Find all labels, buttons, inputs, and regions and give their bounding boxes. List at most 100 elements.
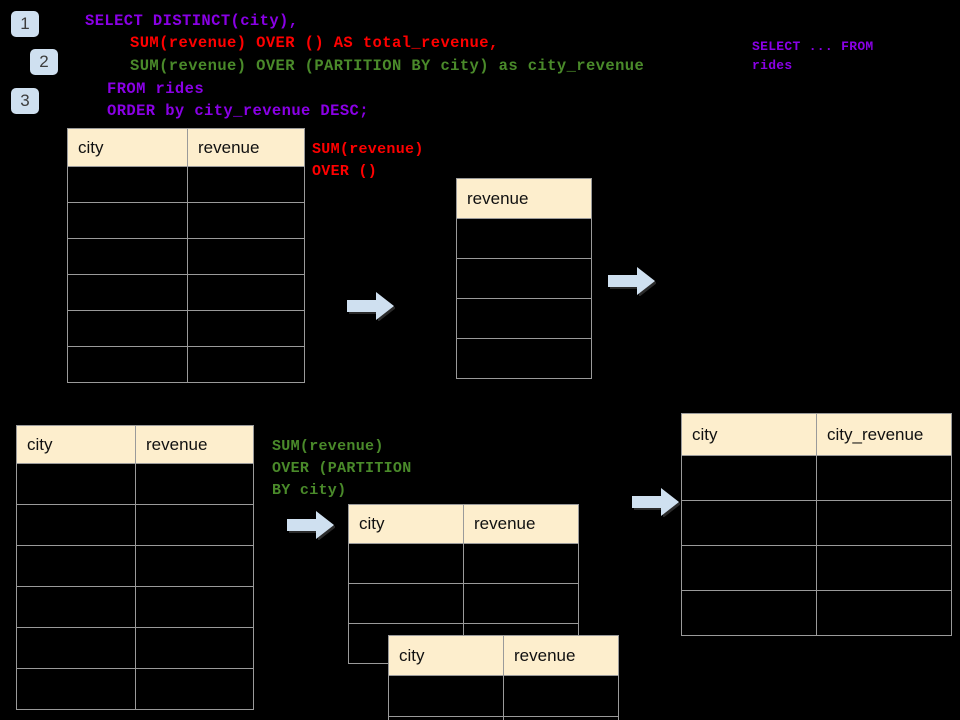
column-header-revenue: revenue (463, 504, 579, 544)
table-row (67, 274, 305, 311)
sql-line-4: FROM rides (107, 80, 205, 98)
table-cell (135, 586, 254, 628)
column-header-city: city (67, 128, 188, 167)
arrow-source2-to-partition-icon (287, 511, 335, 540)
table-cell (16, 668, 136, 710)
table-row (681, 455, 952, 501)
table-row (16, 668, 254, 710)
table-cell (816, 590, 952, 636)
table-cell (681, 455, 817, 501)
table-row (348, 543, 579, 584)
table-cell (67, 238, 188, 275)
table-cell (187, 202, 305, 239)
table-total-revenue: revenue (456, 178, 592, 379)
column-header-city: city (681, 413, 817, 456)
table-cell (135, 545, 254, 587)
table-row (67, 202, 305, 239)
table-cell (16, 504, 136, 546)
arrow-total-to-result-icon (608, 267, 656, 296)
table-cell (388, 675, 504, 717)
table-cell (503, 716, 619, 720)
table-cell (456, 298, 592, 339)
arrow-partition-to-result-icon (632, 488, 680, 517)
table-row (67, 238, 305, 275)
table-row (456, 258, 592, 299)
table-cell (187, 310, 305, 347)
table-cell (135, 627, 254, 669)
table-cell (67, 202, 188, 239)
arrow-source-to-total-icon (347, 292, 395, 321)
table-row (681, 545, 952, 591)
table-cell (456, 338, 592, 379)
sql-line-2: SUM(revenue) OVER () AS total_revenue, (130, 34, 499, 52)
table-cell (67, 346, 188, 383)
table-cell (187, 166, 305, 203)
table-cell (16, 586, 136, 628)
table-cell (348, 543, 464, 584)
table-cell (135, 463, 254, 505)
table-cell (463, 543, 579, 584)
table-cell (67, 166, 188, 203)
sql-line-3: SUM(revenue) OVER (PARTITION BY city) as… (130, 57, 645, 75)
table-row (16, 504, 254, 546)
table-header-row: revenue (456, 178, 592, 219)
table-row (681, 500, 952, 546)
table-cell (135, 504, 254, 546)
table-row (456, 298, 592, 339)
table-cell (816, 500, 952, 546)
table-row (348, 583, 579, 624)
table-row (67, 346, 305, 383)
step-badge-1: 1 (11, 11, 39, 37)
table-row (681, 590, 952, 636)
column-header-city_revenue: city_revenue (816, 413, 952, 456)
table-row (16, 463, 254, 505)
column-header-city: city (348, 504, 464, 544)
table-cell (135, 668, 254, 710)
table-cell (681, 500, 817, 546)
column-header-revenue: revenue (503, 635, 619, 676)
table-row (456, 218, 592, 259)
table-cell (816, 455, 952, 501)
annotation-sum-over-empty: SUM(revenue) OVER () (312, 141, 424, 180)
table-cell (463, 583, 579, 624)
table-cell (187, 346, 305, 383)
table-row (16, 545, 254, 587)
table-cell (67, 310, 188, 347)
table-cell (348, 583, 464, 624)
table-cell (456, 258, 592, 299)
table-cell (388, 716, 504, 720)
table-cell (187, 274, 305, 311)
table-row (16, 627, 254, 669)
table-cell (816, 545, 952, 591)
table-cell (681, 590, 817, 636)
step-badge-3: 3 (11, 88, 39, 114)
step-badge-2: 2 (30, 49, 58, 75)
annotation-select-from-rides: SELECT ... FROM rides (752, 39, 874, 73)
table-cell (187, 238, 305, 275)
table-cell (681, 545, 817, 591)
table-row (16, 586, 254, 628)
column-header-revenue: revenue (456, 178, 592, 219)
table-cell (16, 545, 136, 587)
column-header-revenue: revenue (135, 425, 254, 464)
annotation-sum-over-partition: SUM(revenue) OVER (PARTITION BY city) (272, 438, 412, 499)
sql-line-5: ORDER by city_revenue DESC; (107, 102, 369, 120)
table-cell (67, 274, 188, 311)
column-header-city: city (388, 635, 504, 676)
table-cell (16, 627, 136, 669)
table-row (388, 716, 619, 720)
column-header-city: city (16, 425, 136, 464)
sql-line-1: SELECT DISTINCT(city), (85, 12, 299, 30)
table-cell (16, 463, 136, 505)
table-row (456, 338, 592, 379)
